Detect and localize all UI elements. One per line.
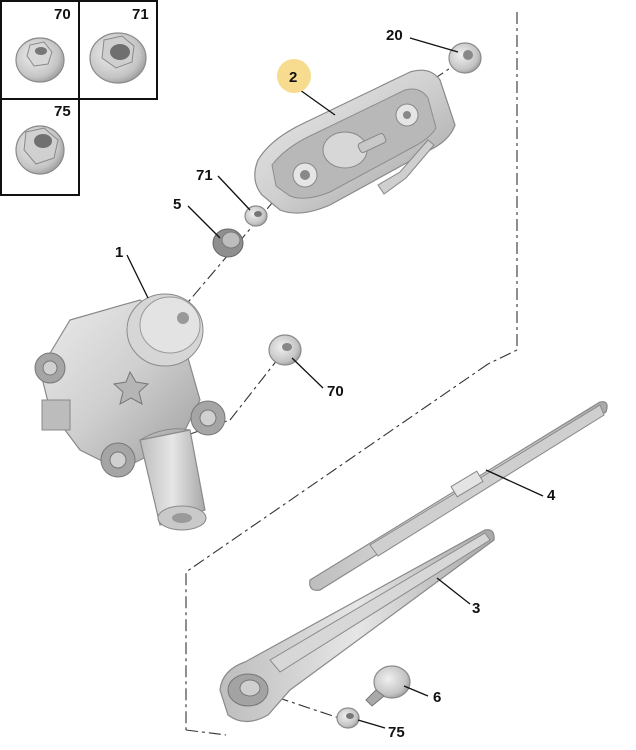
- label-1: 1: [115, 244, 123, 261]
- inset-box-75: [0, 98, 80, 196]
- label-71-box: 71: [132, 6, 149, 23]
- part-70-cap: [268, 334, 302, 366]
- part-5-grommet: [212, 228, 244, 258]
- part-1-motor: [34, 293, 226, 531]
- part-2-cover: [254, 69, 456, 214]
- part-4-blade: [309, 401, 608, 591]
- part-71-nut: [244, 205, 268, 227]
- inset-box-71: [78, 0, 158, 100]
- label-70-box: 70: [54, 6, 71, 23]
- label-6: 6: [433, 689, 441, 706]
- part-3-arm: [219, 529, 495, 723]
- inset-nut-70: [15, 37, 65, 83]
- leader-lines: [126, 37, 544, 729]
- part-75-nut: [336, 707, 360, 729]
- label-4: 4: [547, 487, 556, 504]
- part-6-cap: [365, 665, 411, 707]
- label-2: 2: [289, 69, 297, 86]
- label-75: 75: [388, 724, 405, 741]
- highlight-part-2: [277, 59, 311, 93]
- label-5: 5: [173, 196, 181, 213]
- inset-nut-71: [89, 32, 147, 84]
- label-3: 3: [472, 600, 480, 617]
- label-75-box: 75: [54, 103, 71, 120]
- label-20: 20: [386, 27, 403, 44]
- inset-nut-75: [15, 125, 65, 175]
- label-70: 70: [327, 383, 344, 400]
- label-71: 71: [196, 167, 213, 184]
- part-20-cap: [448, 42, 482, 74]
- part-labels: 20 2 71 5 1 70 4 3 6 75: [115, 27, 556, 741]
- inset-boxes: 70 71 75: [0, 0, 158, 196]
